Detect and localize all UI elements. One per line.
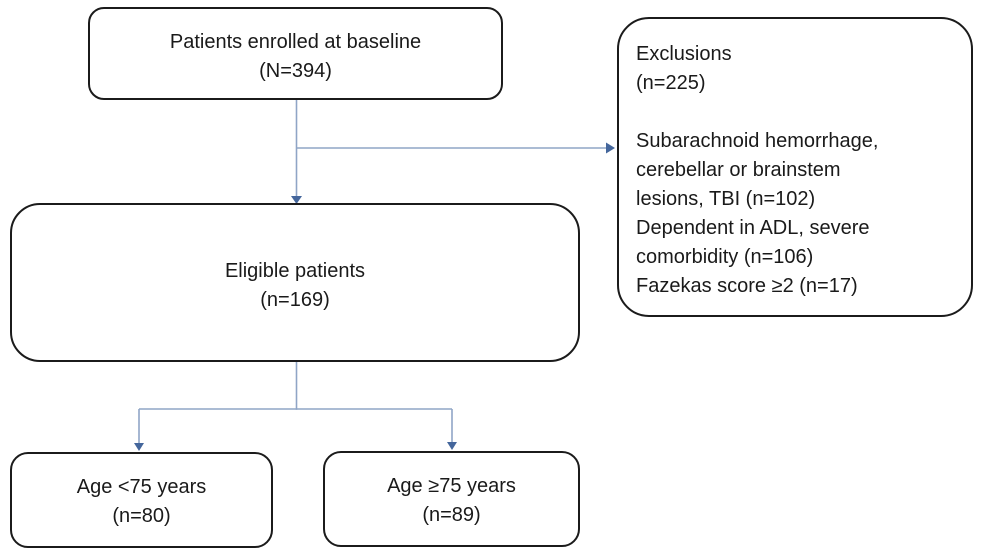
exclusions-spacer: [636, 98, 961, 127]
exclusion-detail-line: Fazekas score ≥2 (n=17): [636, 275, 858, 297]
eligible-label: Eligible patients: [224, 260, 366, 282]
exclusion-detail-line: lesions, TBI (n=102): [636, 188, 816, 210]
exclusions-count: (n=225): [636, 72, 706, 94]
exclusion-detail-line: cerebellar or brainstem: [636, 159, 841, 181]
exclusion-detail-line: Dependent in ADL, severe: [636, 217, 870, 239]
arrowhead-into-exclusions: [606, 142, 615, 154]
box-patients-enrolled-baseline: Patients enrolled at baseline (N=394): [88, 7, 503, 100]
enrolled-count: (N=394): [259, 60, 332, 82]
age-75-plus-label: Age ≥75 years: [387, 475, 516, 497]
age-75-plus-count: (n=89): [422, 504, 481, 526]
box-exclusions: Exclusions (n=225) Subarachnoid hemorrha…: [617, 17, 973, 317]
age-under-75-label: Age <75 years: [76, 476, 207, 498]
arrowhead-into-eligible: [291, 196, 302, 204]
box-eligible-patients: Eligible patients (n=169): [10, 203, 580, 362]
enrolled-label: Patients enrolled at baseline: [169, 31, 422, 53]
box-age-under-75: Age <75 years (n=80): [10, 452, 273, 548]
exclusion-detail-line: comorbidity (n=106): [636, 246, 814, 268]
exclusions-title: Exclusions: [636, 43, 732, 65]
age-under-75-count: (n=80): [112, 505, 171, 527]
box-age-75-plus: Age ≥75 years (n=89): [323, 451, 580, 547]
arrowhead-into-age-under-75: [134, 443, 144, 451]
exclusion-detail-line: Subarachnoid hemorrhage,: [636, 130, 879, 152]
eligible-count: (n=169): [260, 289, 330, 311]
arrowhead-into-age-75-plus: [447, 442, 457, 450]
